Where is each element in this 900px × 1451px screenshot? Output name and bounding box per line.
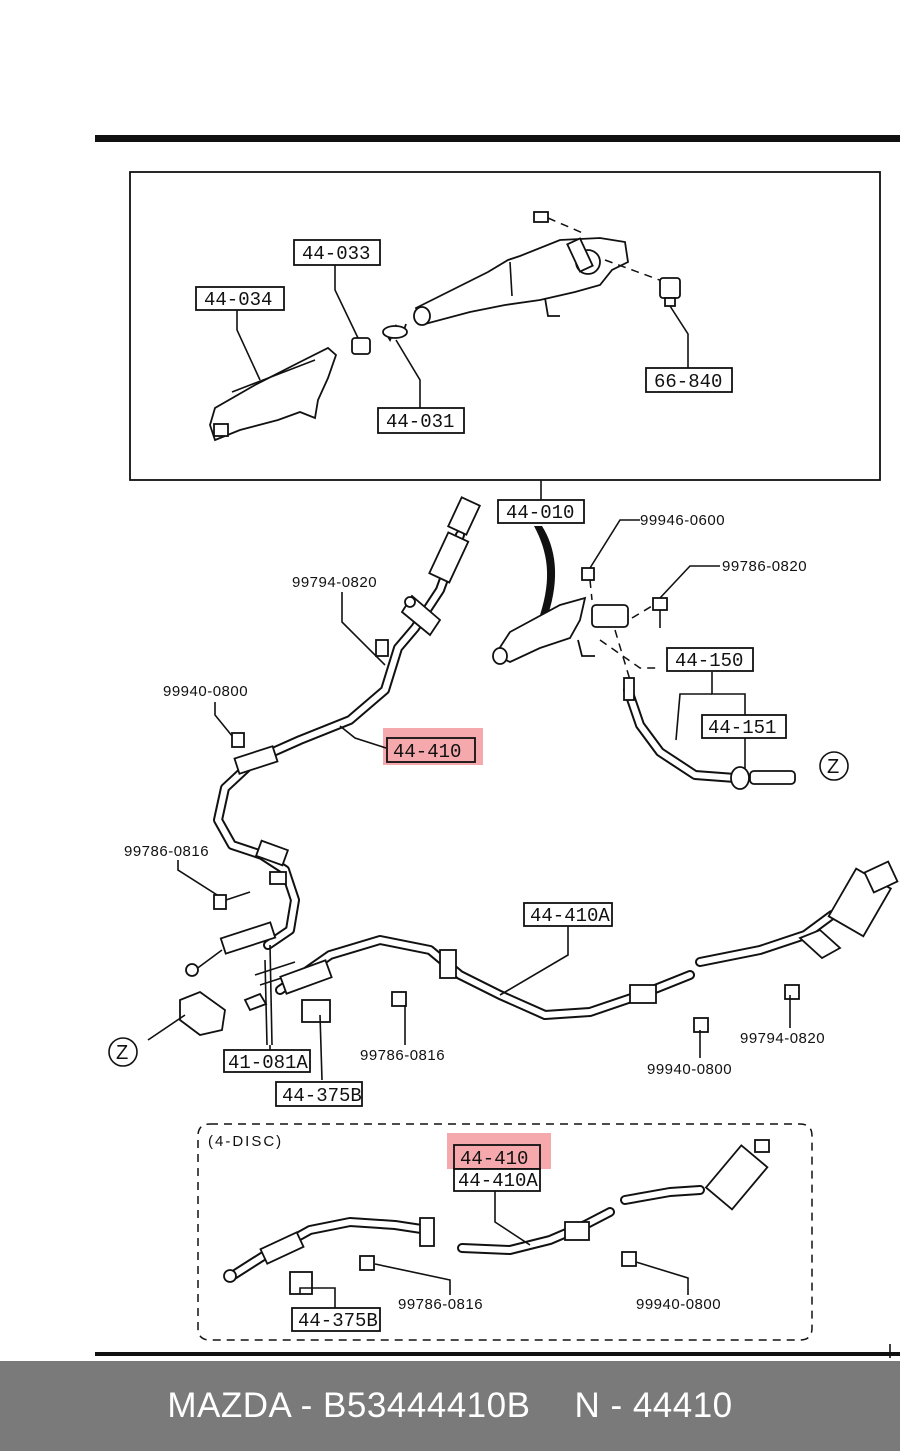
front-cable-right: Z <box>623 677 849 790</box>
lever-assembly-box <box>129 171 881 481</box>
part-number-99794-0820-upper: 99794-0820 <box>292 574 377 591</box>
part-number-99946-0600: 99946-0600 <box>640 512 725 529</box>
connector-z-left <box>108 1037 138 1067</box>
label-44-410: 44-410 <box>393 741 461 763</box>
part-number-99940-0800-variant: 99940-0800 <box>636 1296 721 1313</box>
spring-part <box>382 323 408 342</box>
label-variant-44-410a: 44-410A <box>458 1170 538 1192</box>
label-box-44-033 <box>293 239 381 266</box>
label-box-44-150 <box>666 647 754 672</box>
highlight-44-410 <box>383 728 483 765</box>
label-44-151: 44-151 <box>708 717 776 739</box>
label-41-081a: 41-081A <box>228 1052 308 1074</box>
top-rule <box>95 135 900 142</box>
parking-brake-diagram: 44-033 44-034 66-840 44-031 44-010 44-15… <box>95 135 900 1358</box>
part-number-99794-0820-right: 99794-0820 <box>740 1030 825 1047</box>
connector-z-right-label: Z <box>827 756 839 778</box>
label-box-41-081a <box>223 1049 311 1073</box>
part-number-99786-0820: 99786-0820 <box>722 558 807 575</box>
lever-grip-drawing <box>209 346 338 442</box>
label-box-44-010 <box>497 499 585 524</box>
label-box-44-151 <box>701 714 787 739</box>
label-box-44-410a <box>523 902 613 927</box>
part-number-99940-0800-upper: 99940-0800 <box>163 683 248 700</box>
highlight-44-410-variant <box>447 1133 551 1169</box>
label-44-150: 44-150 <box>675 650 743 672</box>
connector-z-left-label: Z <box>116 1042 128 1064</box>
label-44-033: 44-033 <box>302 243 370 265</box>
part-footer-bar: MAZDA - B53444410B N - 44410 <box>0 1361 900 1451</box>
part-number-99786-0816-variant: 99786-0816 <box>398 1296 483 1313</box>
label-box-66-840 <box>645 367 733 393</box>
label-box-variant-44-410a <box>453 1168 541 1192</box>
variant-note: (4-DISC) <box>208 1133 283 1150</box>
label-44-410a: 44-410A <box>530 905 610 927</box>
label-box-44-375b <box>275 1081 363 1107</box>
label-44-034: 44-034 <box>204 289 272 311</box>
part-number-99786-0816-left: 99786-0816 <box>124 843 209 860</box>
label-box-variant-44-375b <box>291 1307 381 1332</box>
label-box-44-031 <box>377 407 465 434</box>
switch-part <box>659 277 689 368</box>
small-lever-drawing <box>492 567 668 681</box>
label-box-44-410 <box>386 737 476 763</box>
button-part <box>351 337 371 355</box>
cable-4-disc <box>223 1139 770 1295</box>
assembly-arrow <box>534 526 556 615</box>
bottom-rule <box>95 1352 900 1356</box>
equalizer-left: Z <box>108 944 301 1067</box>
cable-44-410 <box>185 496 482 977</box>
label-box-44-034 <box>195 286 285 311</box>
variant-box <box>197 1123 813 1341</box>
lever-body-drawing <box>413 211 666 326</box>
label-66-840: 66-840 <box>654 371 722 393</box>
label-44-010: 44-010 <box>506 502 574 524</box>
part-number-99786-0816-mid: 99786-0816 <box>360 1047 445 1064</box>
cable-44-410a <box>275 860 899 1033</box>
label-44-031: 44-031 <box>386 411 454 433</box>
label-variant-44-410: 44-410 <box>460 1148 528 1170</box>
brand-part-number: MAZDA - B53444410B <box>167 1386 531 1425</box>
label-variant-44-375b: 44-375B <box>298 1310 378 1332</box>
oem-part-number: N - 44410 <box>574 1386 733 1425</box>
connector-z-right <box>819 751 849 781</box>
label-44-375b: 44-375B <box>282 1085 362 1107</box>
part-number-99940-0800-mid: 99940-0800 <box>647 1061 732 1078</box>
